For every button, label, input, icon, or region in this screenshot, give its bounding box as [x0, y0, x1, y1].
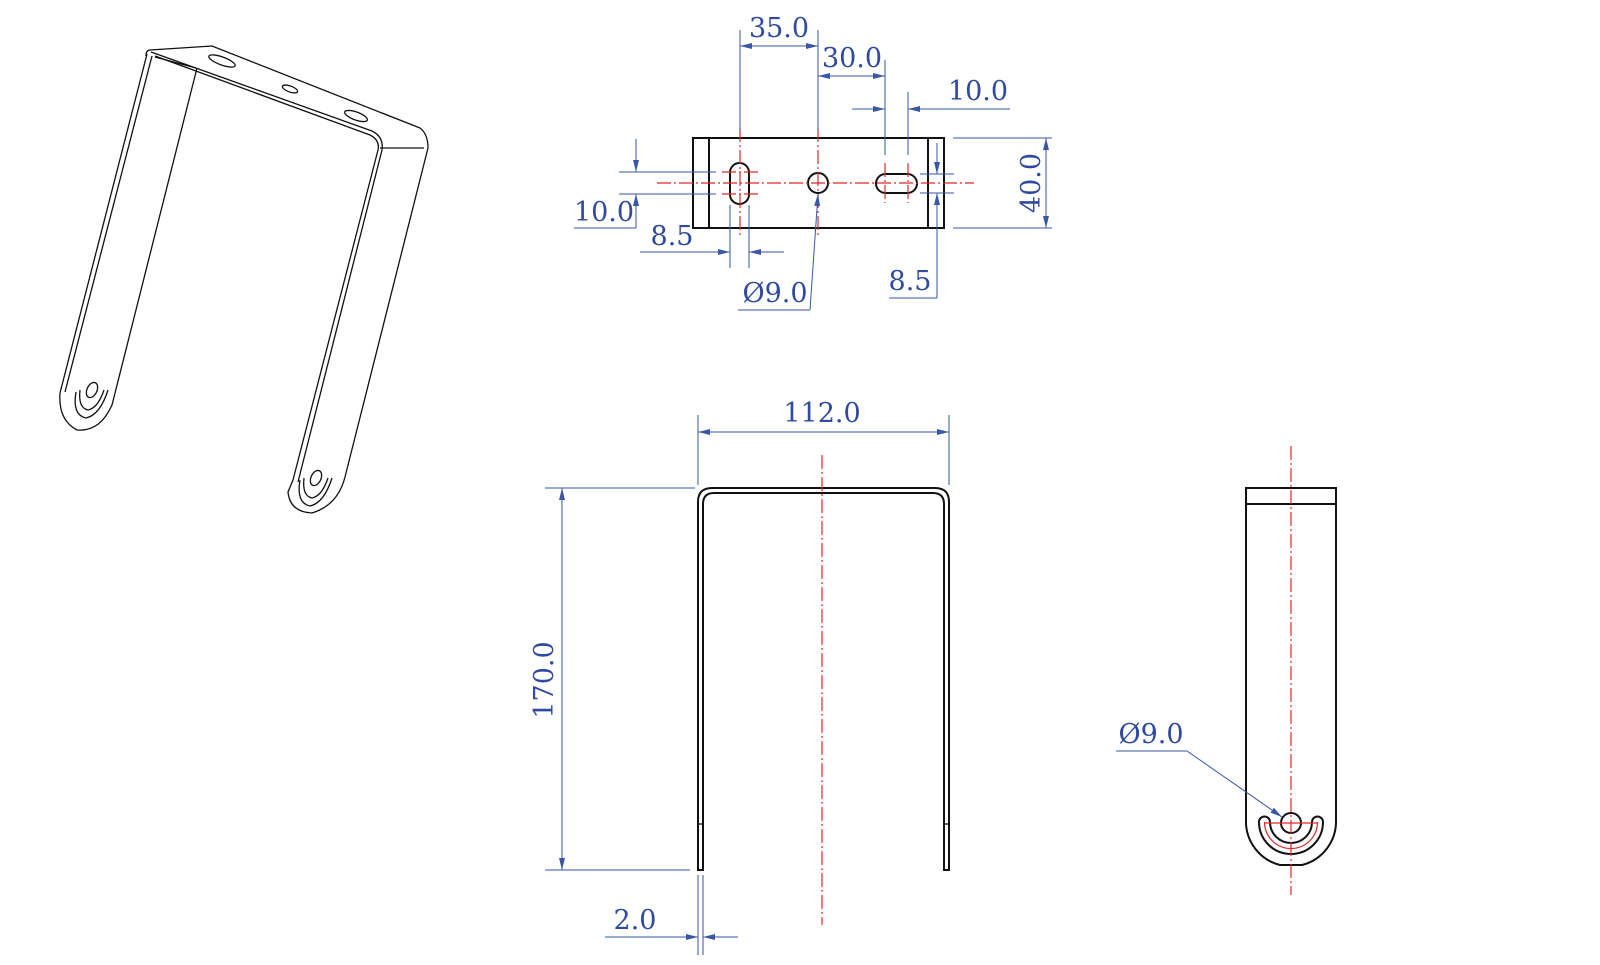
dim-slot-width-right: 8.5	[889, 266, 932, 297]
dim-side-hole-diameter: Ø9.0	[1118, 719, 1183, 750]
dim-35: 35.0	[749, 13, 809, 44]
dim-width-40: 40.0	[1016, 153, 1047, 213]
dim-height: 170.0	[529, 641, 560, 718]
dim-30: 30.0	[822, 43, 882, 74]
top-view: 35.0 30.0 10.0 40.0 10.0 8.5 Ø9.0	[574, 13, 1052, 311]
dim-hole-diameter: Ø9.0	[742, 278, 807, 309]
front-view: 112.0 170.0 2.0	[529, 398, 950, 955]
dim-thickness: 2.0	[614, 905, 657, 936]
dim-slot-offset: 10.0	[574, 197, 634, 228]
dim-slot-length: 10.0	[948, 76, 1008, 107]
dim-slot-width-left: 8.5	[651, 221, 694, 252]
dim-overall-width: 112.0	[783, 398, 860, 429]
side-view: Ø9.0	[1116, 446, 1338, 895]
isometric-view	[59, 45, 429, 514]
